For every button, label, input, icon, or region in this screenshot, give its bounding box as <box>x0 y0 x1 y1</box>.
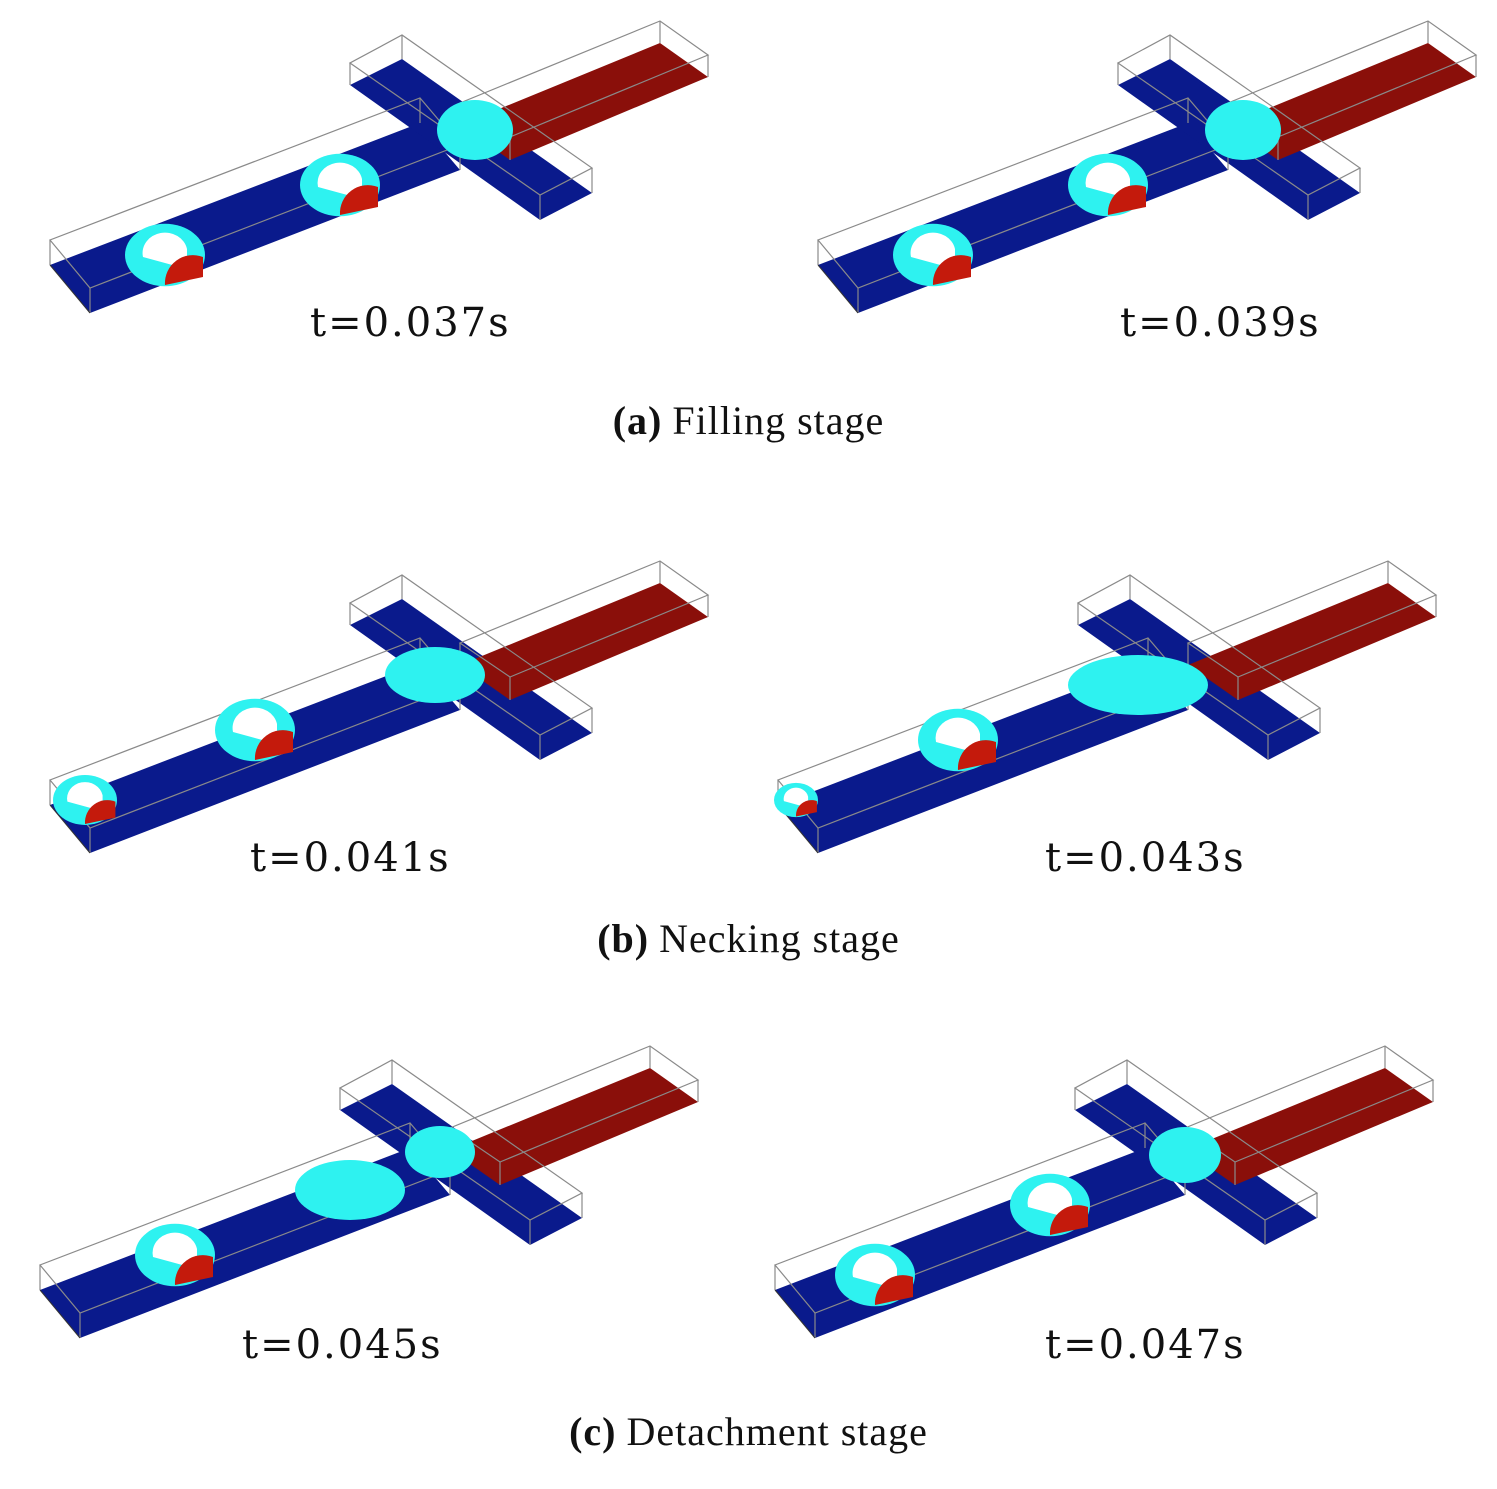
dispersed-inlet-floor <box>460 583 708 700</box>
panel-c1 <box>30 1040 720 1350</box>
panel-c2 <box>765 1040 1455 1350</box>
dispersed-inlet-floor <box>450 1068 698 1185</box>
junction-neck <box>385 647 485 703</box>
droplet-1-core <box>910 232 955 269</box>
dispersed-inlet-floor <box>1228 43 1476 160</box>
frame-edge <box>774 1289 816 1339</box>
droplet-1-rim <box>795 800 817 817</box>
channel-simulation-b2 <box>774 560 1438 854</box>
main-channel-floor <box>775 1148 1185 1338</box>
channel-simulation-a2 <box>817 20 1478 314</box>
caption-c: (c)Detachment stage <box>0 1408 1497 1455</box>
droplet-2-rim <box>1107 185 1146 215</box>
caption-text-a: Filling stage <box>672 398 885 443</box>
panel-b2 <box>768 555 1458 865</box>
caption-text-c: Detachment stage <box>626 1409 928 1454</box>
junction-plug <box>1205 100 1281 160</box>
junction-plug <box>1149 1127 1221 1183</box>
droplet-1-rim <box>874 1275 913 1305</box>
frame-edge <box>49 804 91 854</box>
detaching-droplet <box>295 1160 405 1220</box>
droplet-1-core <box>852 1252 897 1289</box>
junction-tail <box>405 1126 475 1178</box>
droplet-2-core <box>1085 162 1130 199</box>
droplet-1-core <box>142 232 187 269</box>
droplet-1-rim <box>932 255 971 285</box>
frame-edge <box>817 264 859 314</box>
channel-simulation-c1 <box>39 1045 700 1339</box>
time-label-c1: t=0.045s <box>242 1322 443 1368</box>
main-channel-floor <box>818 123 1228 313</box>
droplet-1-rim <box>174 1255 213 1285</box>
caption-letter-c: (c) <box>569 1409 617 1454</box>
caption-b: (b)Necking stage <box>0 915 1497 962</box>
junction-plug <box>437 100 513 160</box>
panel-a2 <box>808 15 1497 325</box>
caption-text-b: Necking stage <box>659 916 900 961</box>
droplet-1-rim <box>84 800 116 824</box>
droplet-1-rim <box>164 255 203 285</box>
droplet-1-core <box>67 782 103 812</box>
dispersed-inlet-floor <box>1188 583 1436 700</box>
caption-a: (a)Filling stage <box>0 397 1497 444</box>
caption-letter-b: (b) <box>597 916 650 961</box>
droplet-2-core <box>1027 1182 1072 1219</box>
droplet-2-core <box>935 717 980 754</box>
time-label-b1: t=0.041s <box>250 835 451 881</box>
droplet-2-core <box>317 162 362 199</box>
dispersed-inlet-floor <box>1185 1068 1433 1185</box>
droplet-2-rim <box>1049 1205 1088 1235</box>
droplet-2-rim <box>254 730 293 760</box>
channel-simulation-c2 <box>774 1045 1435 1339</box>
time-label-c2: t=0.047s <box>1045 1322 1246 1368</box>
frame-edge <box>49 264 91 314</box>
frame-edge <box>39 1289 81 1339</box>
droplet-1-core <box>152 1232 197 1269</box>
droplet-2-rim <box>339 185 378 215</box>
caption-letter-a: (a) <box>612 398 663 443</box>
time-label-a2: t=0.039s <box>1120 300 1321 346</box>
main-channel-floor <box>50 123 460 313</box>
droplet-2-rim <box>957 740 996 770</box>
droplet-2-core <box>232 707 277 744</box>
channel-simulation-a1 <box>49 20 710 314</box>
channel-simulation-b1 <box>49 560 710 854</box>
droplet-1-core <box>783 787 809 808</box>
time-label-a1: t=0.037s <box>310 300 511 346</box>
dispersed-inlet-floor <box>460 43 708 160</box>
panel-b1 <box>40 555 730 865</box>
panel-a1 <box>40 15 730 325</box>
junction-neck <box>1068 655 1208 715</box>
time-label-b2: t=0.043s <box>1045 835 1246 881</box>
